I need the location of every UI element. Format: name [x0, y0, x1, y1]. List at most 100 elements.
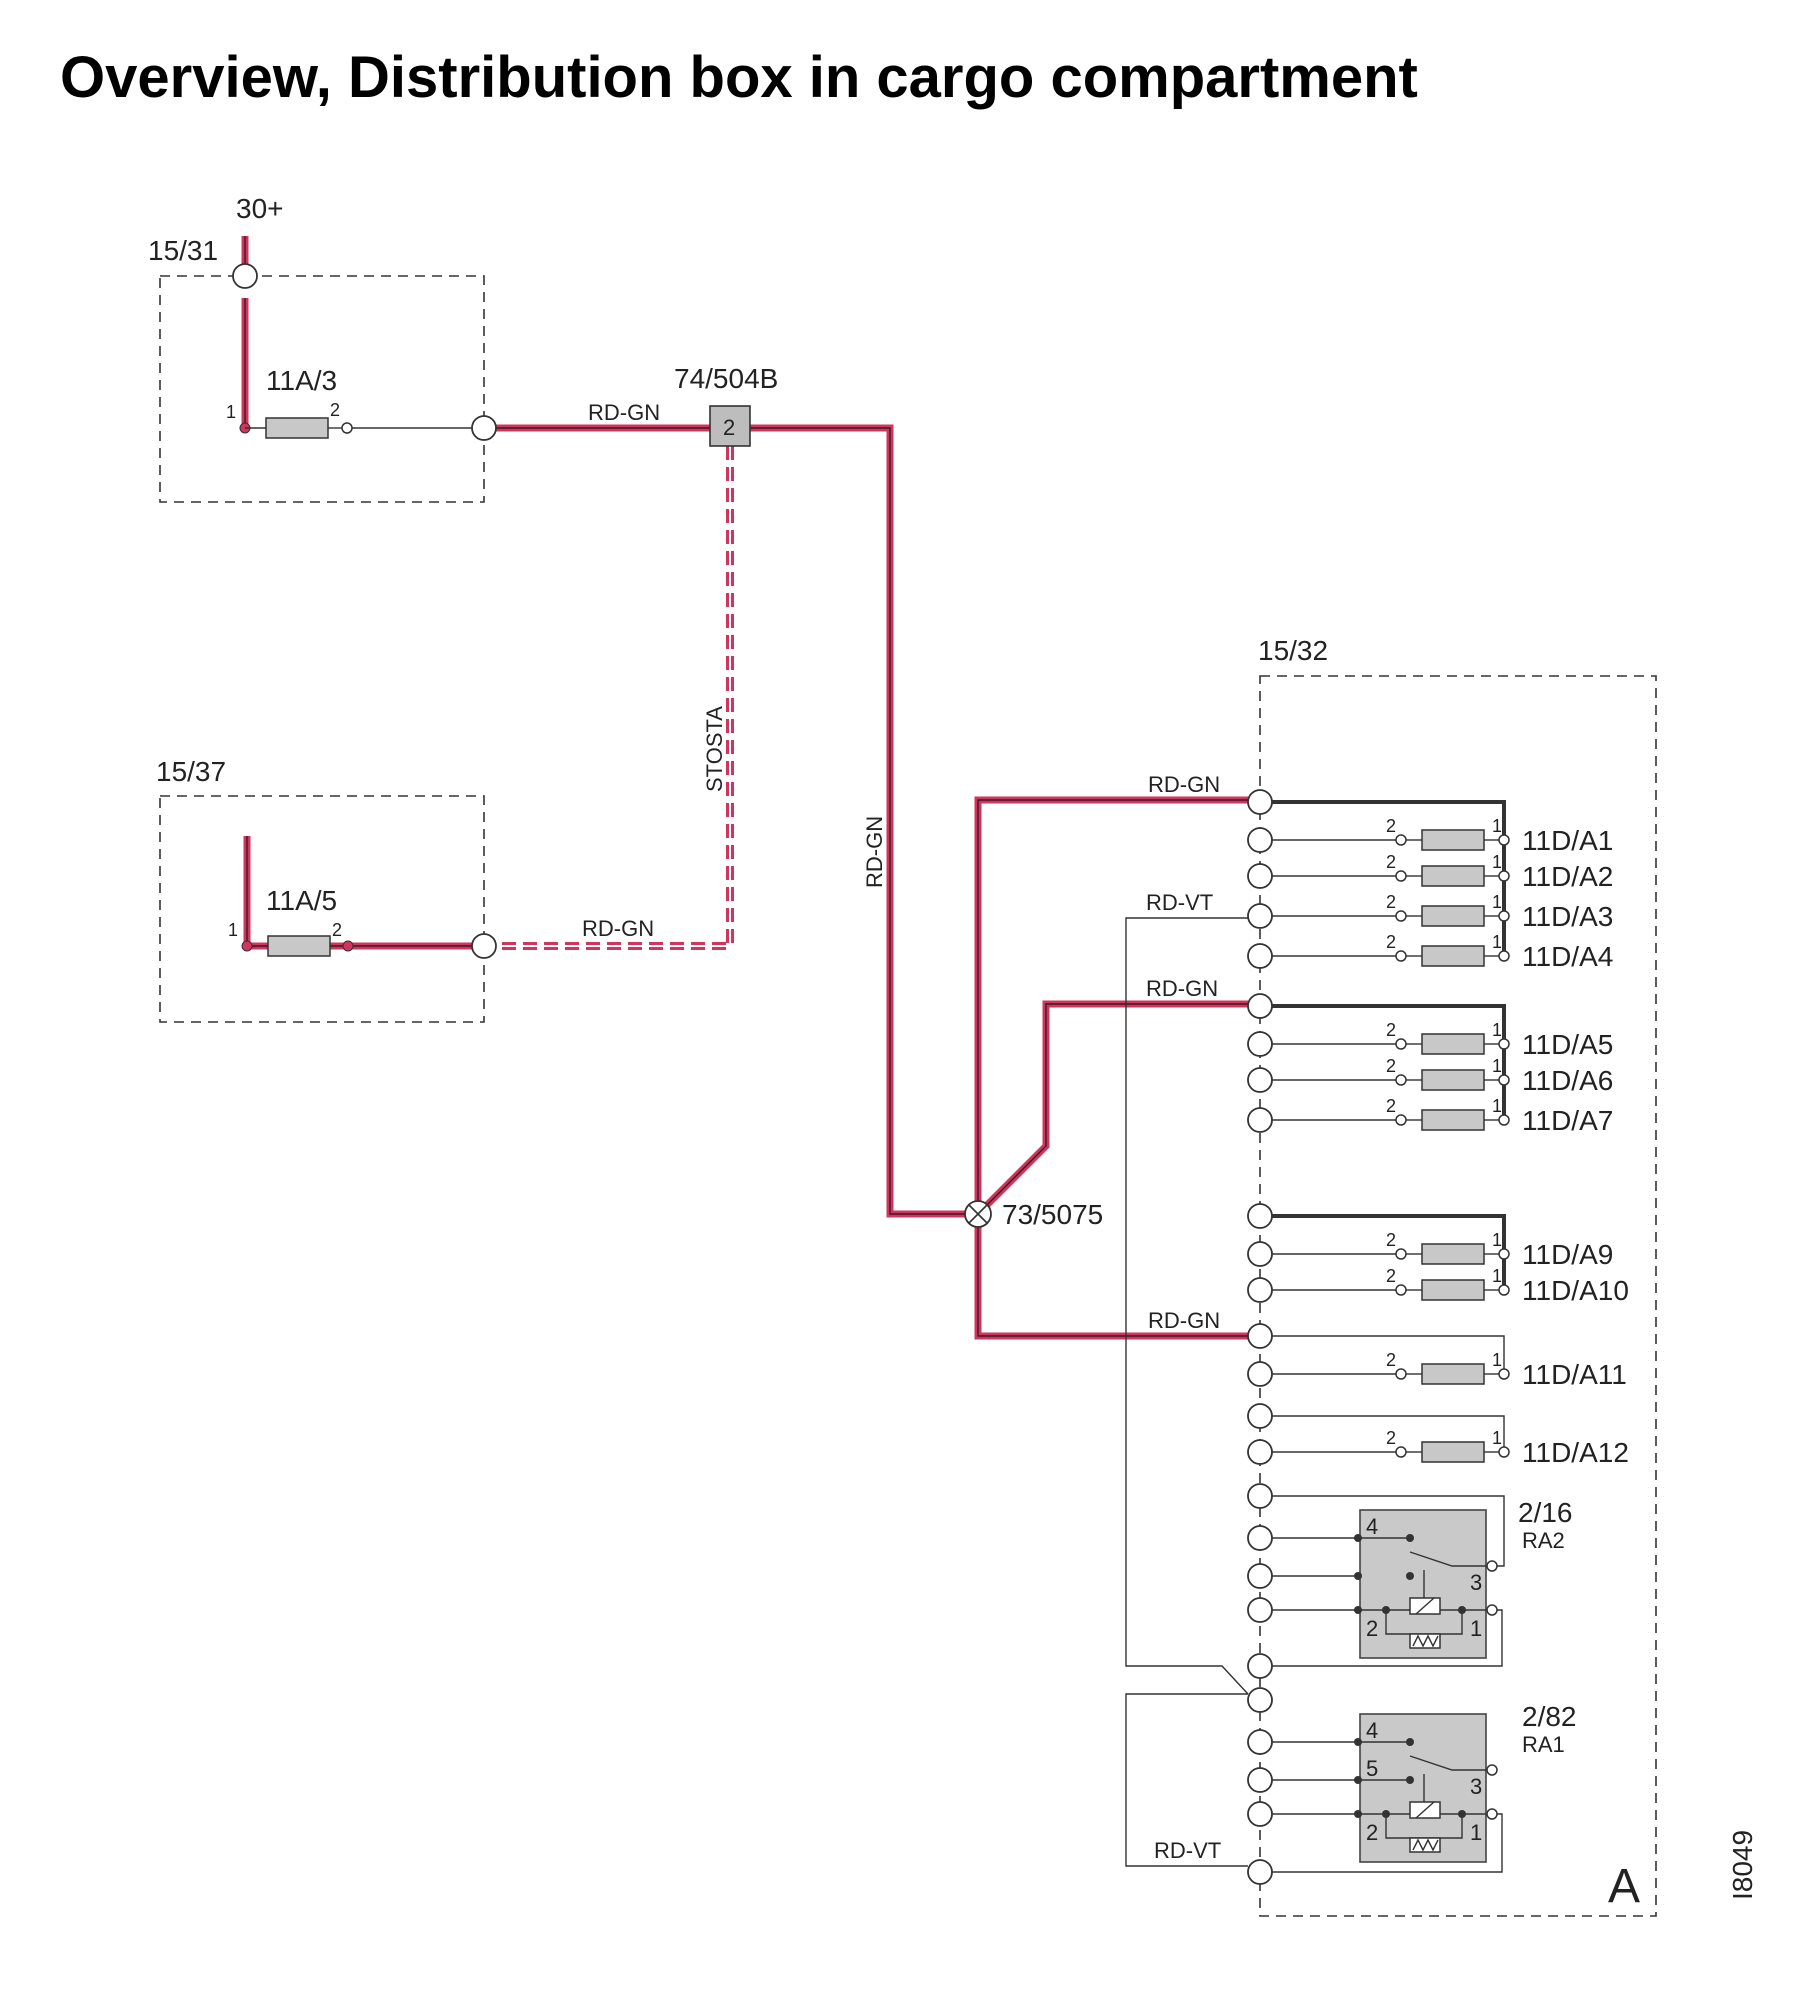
- splice-73-5075-label: 73/5075: [1002, 1199, 1103, 1230]
- svg-text:1: 1: [1492, 1096, 1502, 1116]
- box-15-37-label: 15/37: [156, 756, 226, 787]
- fuse-11A-5: [267, 935, 331, 957]
- svg-text:2: 2: [1386, 892, 1396, 912]
- stosta-wire: [496, 446, 734, 950]
- fuse-label: 11D/A11: [1522, 1359, 1627, 1390]
- box-15-32-label: 15/32: [1258, 635, 1328, 666]
- wire-label: RD-GN: [1146, 976, 1218, 1001]
- fuse-label: 11D/A5: [1522, 1029, 1613, 1060]
- svg-text:1: 1: [1492, 1428, 1502, 1448]
- svg-text:1: 1: [1492, 892, 1502, 912]
- fuse-11D-A11: [1421, 1363, 1485, 1385]
- bus-bar: [1272, 800, 1506, 958]
- pin-label: 2: [332, 920, 342, 940]
- fuse-11D-A5: [1421, 1033, 1485, 1055]
- pin-dot: [342, 940, 354, 952]
- wire-label: RD-GN: [1148, 1308, 1220, 1333]
- svg-text:1: 1: [1492, 852, 1502, 872]
- connector-pin-label: 2: [723, 415, 735, 440]
- box-15-37: [159, 795, 485, 1023]
- svg-text:2: 2: [1386, 816, 1396, 836]
- splice-73-5075: [964, 1200, 992, 1228]
- svg-text:4: 4: [1366, 1514, 1378, 1539]
- figure-id: I8049: [1727, 1830, 1758, 1900]
- fuse-11D-A9: [1421, 1243, 1485, 1265]
- branch-wires: [974, 796, 1248, 1340]
- wire-label: RD-GN: [588, 400, 660, 425]
- svg-text:4: 4: [1366, 1718, 1378, 1743]
- fuse-11D-A7: [1421, 1109, 1485, 1131]
- svg-text:2: 2: [1386, 1428, 1396, 1448]
- fuse-label: 11D/A10: [1522, 1275, 1629, 1306]
- svg-text:2: 2: [1386, 1230, 1396, 1250]
- relay-2-16: 4 3 2 1: [1272, 1495, 1505, 1667]
- svg-text:1: 1: [1492, 1020, 1502, 1040]
- bus-wire: [1272, 1335, 1505, 1374]
- fuse-11D-A6: [1421, 1069, 1485, 1091]
- bus-wire: [1272, 1415, 1505, 1452]
- fuse-label: 11D/A3: [1522, 901, 1613, 932]
- fuse-label: 11D/A4: [1522, 941, 1613, 972]
- svg-text:1: 1: [1492, 1230, 1502, 1250]
- svg-text:1: 1: [1492, 1266, 1502, 1286]
- wire-label: RD-GN: [1148, 772, 1220, 797]
- fuse-label: 11D/A9: [1522, 1239, 1613, 1270]
- connector-box2-out: [471, 933, 497, 959]
- svg-text:2: 2: [1386, 1056, 1396, 1076]
- fuse-11D-A12: [1421, 1441, 1485, 1463]
- fuse-label: 11D/A2: [1522, 861, 1613, 892]
- svg-text:1: 1: [1492, 1350, 1502, 1370]
- relay-2-16-label: 2/16: [1518, 1497, 1573, 1528]
- connector-box1-out: [471, 415, 497, 441]
- svg-text:1: 1: [1492, 816, 1502, 836]
- svg-text:2: 2: [1386, 1350, 1396, 1370]
- svg-text:5: 5: [1366, 1756, 1378, 1781]
- fuse-11A-3-label: 11A/3: [266, 365, 337, 396]
- svg-text:1: 1: [1492, 932, 1502, 952]
- fuse-pin: [341, 422, 353, 434]
- svg-text:2: 2: [1386, 932, 1396, 952]
- page-title: Overview, Distribution box in cargo comp…: [60, 45, 1418, 110]
- supply-label: 30+: [236, 193, 284, 224]
- relay-ra1-label: RA1: [1522, 1732, 1565, 1757]
- pin-label: 2: [330, 400, 340, 420]
- wire-label: RD-VT: [1154, 1838, 1221, 1863]
- fuse-11D-A4: [1421, 945, 1485, 967]
- svg-text:2: 2: [1366, 1616, 1378, 1641]
- fuse-11A-3: [265, 417, 329, 439]
- fuse-label: 11D/A7: [1522, 1105, 1613, 1136]
- fuse-11A-5-label: 11A/5: [266, 885, 337, 916]
- svg-text:2: 2: [1366, 1820, 1378, 1845]
- wire-label-stosta: STOSTA: [702, 706, 727, 792]
- wire-label-vertical: RD-GN: [862, 816, 887, 888]
- rd-vt-wire: [1125, 917, 1260, 1695]
- fuse-labels: 11D/A1 11D/A2 11D/A3 11D/A4 11D/A5 11D/A…: [1522, 825, 1629, 1468]
- svg-text:2: 2: [1386, 1266, 1396, 1286]
- svg-text:3: 3: [1470, 1774, 1482, 1799]
- svg-text:1: 1: [1470, 1616, 1482, 1641]
- fuse-label: 11D/A6: [1522, 1065, 1613, 1096]
- svg-text:3: 3: [1470, 1570, 1482, 1595]
- fuse-11D-A10: [1421, 1279, 1485, 1301]
- relay-ra2-label: RA2: [1522, 1528, 1565, 1553]
- connector-74-504B: [709, 405, 751, 447]
- relay-2-82: 4 5 3 2 1: [1272, 1713, 1503, 1873]
- fuse-11D-A3: [1421, 905, 1485, 927]
- fuse-label: 11D/A12: [1522, 1437, 1629, 1468]
- svg-text:2: 2: [1386, 1096, 1396, 1116]
- bus-bar: [1272, 1214, 1506, 1290]
- svg-text:1: 1: [1470, 1820, 1482, 1845]
- pin-label: 1: [228, 920, 238, 940]
- pin-label: 1: [226, 402, 236, 422]
- connector-74-504B-label: 74/504B: [674, 363, 778, 394]
- box-15-32-mark: A: [1608, 1860, 1640, 1913]
- wire-label: RD-GN: [582, 916, 654, 941]
- pin-dot: [241, 940, 253, 952]
- connector-supply: [232, 263, 258, 289]
- fuse-rows: [1272, 829, 1510, 1463]
- relay-2-82-label: 2/82: [1522, 1701, 1577, 1732]
- main-feed-wire: [496, 424, 980, 1218]
- fuse-11D-A2: [1421, 865, 1485, 887]
